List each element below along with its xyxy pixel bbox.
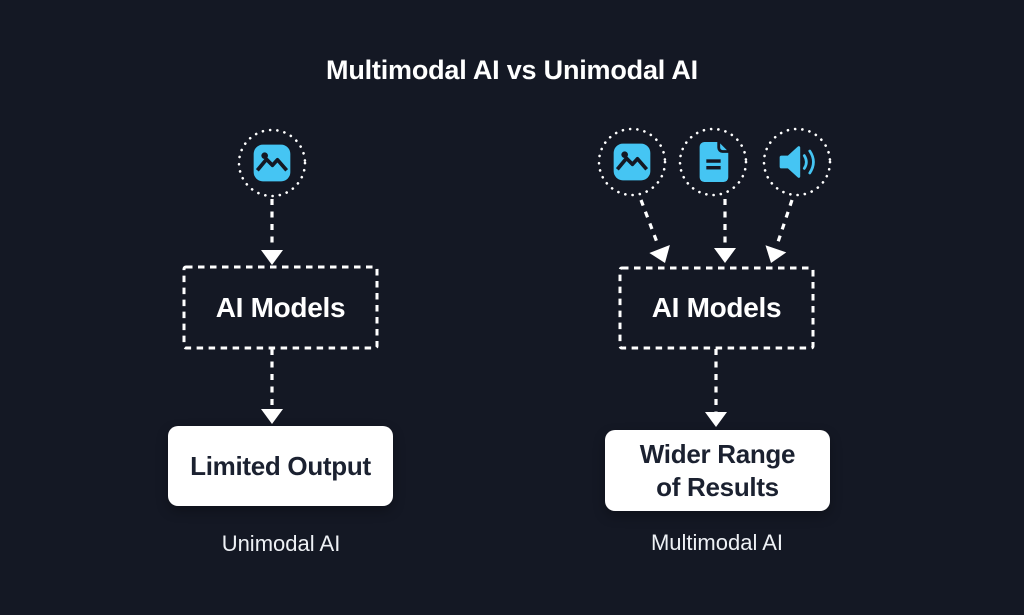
- caption-multimodal: Multimodal AI: [650, 530, 784, 555]
- input-circle: [762, 127, 832, 197]
- arrowhead: [261, 409, 283, 424]
- arrowhead: [705, 412, 727, 427]
- model-box-label: AI Models: [651, 292, 782, 323]
- output-card-multimodal: Wider Range of Results: [605, 430, 830, 511]
- input-circle: [678, 127, 748, 197]
- output-card-unimodal: Limited Output: [168, 426, 393, 506]
- page-title: Multimodal AI vs Unimodal AI: [326, 55, 698, 85]
- caption-unimodal: Unimodal AI: [221, 531, 341, 556]
- document-icon: [699, 141, 731, 183]
- output-card-label: Limited Output: [190, 450, 371, 481]
- model-box-border: [182, 265, 379, 350]
- model-box-border: [618, 266, 815, 350]
- arrowhead: [765, 245, 787, 263]
- image-icon: [253, 144, 291, 182]
- audio-icon: [779, 146, 815, 178]
- input-circle: [237, 128, 307, 198]
- input-circle: [597, 127, 667, 197]
- image-icon: [613, 143, 651, 181]
- output-card-line: Wider Range: [639, 438, 796, 469]
- arrow-line: [639, 199, 660, 246]
- arrowhead: [261, 250, 283, 265]
- arrowhead: [649, 245, 670, 263]
- model-box-label: AI Models: [215, 291, 346, 323]
- arrowhead: [714, 248, 736, 263]
- output-card-line: of Results: [656, 471, 779, 502]
- arrow-line: [775, 199, 794, 246]
